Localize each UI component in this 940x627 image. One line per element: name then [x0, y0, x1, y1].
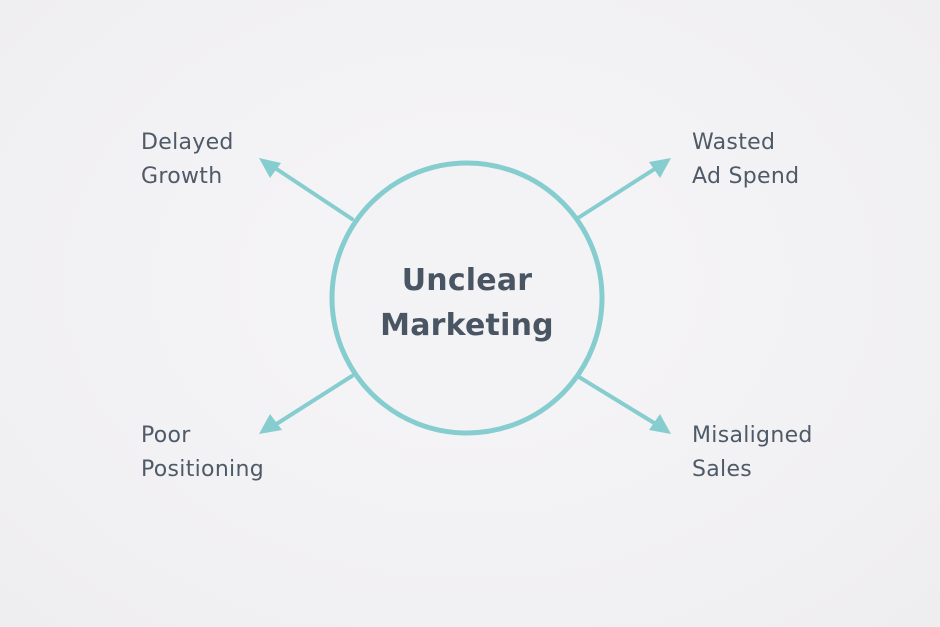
node-misaligned-sales: Misaligned Sales: [692, 419, 813, 487]
arrowhead-top-right: [649, 158, 671, 178]
arrow-group: [259, 158, 671, 434]
arrowhead-bottom-left: [259, 414, 282, 434]
node-delayed-growth-line-2: Growth: [141, 164, 223, 189]
arrowhead-bottom-right: [649, 414, 671, 434]
hub-label-line-2: Marketing: [380, 308, 554, 343]
node-misaligned-sales-line-2: Sales: [692, 457, 753, 482]
hub-circle: [329, 160, 605, 436]
node-wasted-ad-spend-line-2: Ad Spend: [692, 164, 800, 189]
node-misaligned-sales-line-1: Misaligned: [692, 423, 813, 448]
node-wasted-ad-spend-line-1: Wasted: [692, 130, 776, 155]
arrow-to-wasted-ad-spend: [576, 161, 666, 220]
arrowhead-top-left: [259, 158, 281, 178]
node-delayed-growth-line-1: Delayed: [141, 130, 234, 155]
arrow-to-delayed-growth: [264, 160, 354, 221]
node-poor-positioning: Poor Positioning: [141, 419, 264, 487]
node-poor-positioning-line-1: Poor: [141, 423, 191, 448]
hub-label-line-1: Unclear: [401, 263, 533, 298]
node-wasted-ad-spend: Wasted Ad Spend: [692, 126, 799, 194]
node-delayed-growth: Delayed Growth: [141, 126, 234, 194]
arrow-to-poor-positioning: [265, 374, 354, 432]
node-poor-positioning-line-2: Positioning: [141, 457, 264, 482]
arrow-to-misaligned-sales: [577, 375, 666, 431]
hub-label: Unclear Marketing: [330, 258, 604, 348]
